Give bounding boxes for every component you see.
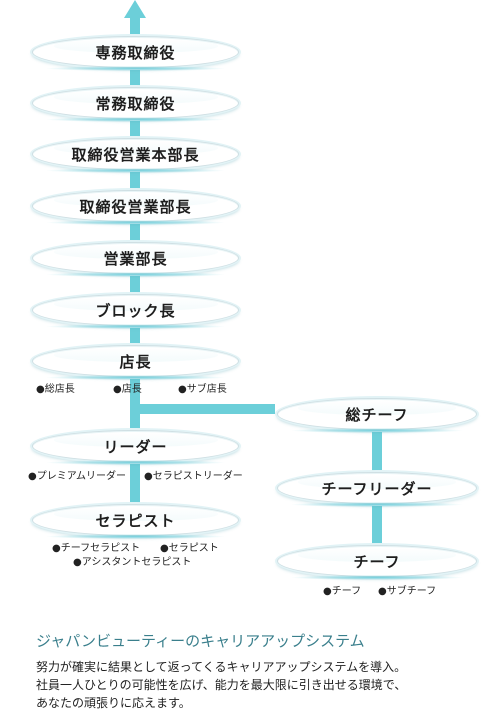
node-honbucho: 取締役営業本部長 — [32, 138, 239, 173]
node-jomu: 常務取締役 — [32, 87, 239, 122]
note-tencho-1: ●総店長 — [36, 384, 75, 395]
note-therapist-3: ●アシスタントセラピスト — [73, 557, 192, 568]
note-therapist-2: ●セラピスト — [160, 543, 219, 554]
note-leader-1: ●プレミアムリーダー — [28, 471, 127, 482]
node-eigyo-bucho: 営業部長 — [32, 242, 239, 277]
note-chief-2: ●サブチーフ — [378, 586, 437, 597]
description-line-2: 社員一人ひとりの可能性を広げ、能力を最大限に引き出せる環境で、 — [36, 678, 407, 692]
note-leader-2: ●セラピストリーダー — [144, 471, 243, 482]
note-chief-1: ●チーフ — [323, 586, 362, 597]
node-senmu: 専務取締役 — [32, 36, 239, 71]
node-chief-leader: チーフリーダー — [277, 472, 477, 507]
branch-line — [135, 404, 275, 414]
node-chief: チーフ — [277, 545, 477, 580]
note-tencho-2: ●店長 — [113, 384, 142, 395]
up-arrow-icon — [124, 0, 146, 30]
note-therapist-1: ●チーフセラピスト — [52, 543, 141, 554]
note-tencho-3: ●サブ店長 — [178, 384, 227, 395]
description-line-3: あなたの頑張りに応えます。 — [36, 696, 191, 710]
node-so-chief: 総チーフ — [277, 398, 477, 433]
node-tencho: 店長 — [32, 345, 239, 380]
section-title: ジャパンビューティーのキャリアアップシステム — [36, 632, 365, 650]
node-torishimari-bucho: 取締役営業部長 — [32, 190, 239, 225]
node-block: ブロック長 — [32, 294, 239, 329]
description-line-1: 努力が確実に結果として返ってくるキャリアアップシステムを導入。 — [36, 660, 407, 674]
node-therapist: セラピスト — [32, 504, 239, 539]
section-description: 努力が確実に結果として返ってくるキャリアアップシステムを導入。 社員一人ひとりの… — [36, 658, 406, 712]
node-leader: リーダー — [32, 430, 239, 465]
